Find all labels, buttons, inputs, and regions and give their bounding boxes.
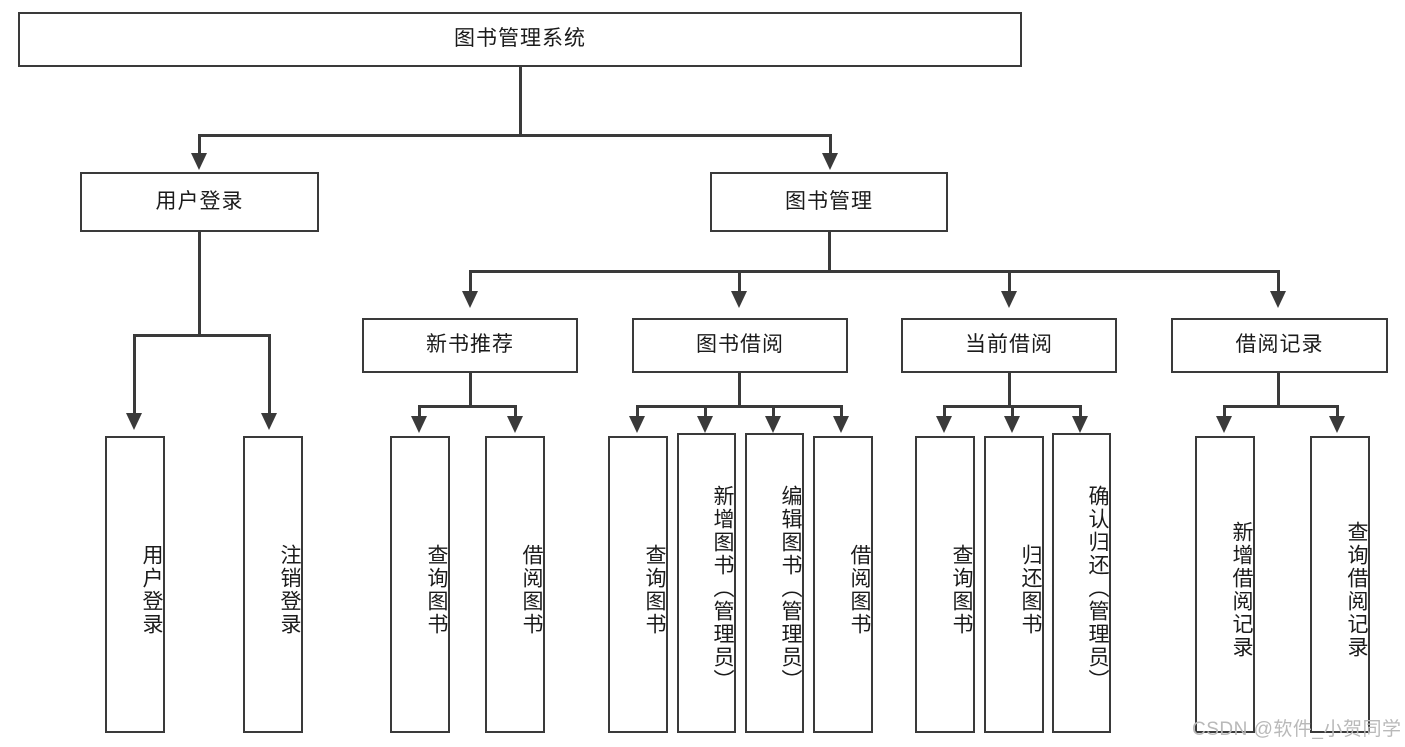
node-label: 注销登录 [278, 543, 301, 636]
node-label: 用户登录 [155, 189, 244, 213]
arrowhead-cb-query [936, 416, 952, 433]
node-label: 借阅图书 [520, 543, 543, 636]
connector-drop-bb-add [704, 405, 707, 419]
leaf-bb-edit-book-admin[interactable]: 编辑图书（管理员） [745, 433, 804, 733]
node-label: 新增图书（管理员） [711, 484, 734, 692]
node-label: 借阅记录 [1235, 333, 1324, 357]
node-borrow-record[interactable]: 借阅记录 [1171, 318, 1388, 373]
arrowhead-bb-add [697, 416, 713, 433]
node-label: 编辑图书（管理员） [779, 484, 802, 692]
node-label: 当前借阅 [965, 333, 1053, 357]
node-label: 查询图书 [425, 543, 448, 636]
leaf-cb-confirm-return-admin[interactable]: 确认归还（管理员） [1052, 433, 1111, 733]
connector-root-bus [198, 134, 832, 137]
node-new-book-recommend[interactable]: 新书推荐 [362, 318, 578, 373]
arrowhead-cb-confirm [1072, 416, 1088, 433]
connector-drop-borrow [738, 270, 741, 294]
connector-drop-nb-query [418, 405, 421, 419]
leaf-nb-query-book[interactable]: 查询图书 [390, 436, 450, 733]
node-label: 图书管理系统 [454, 27, 586, 51]
node-label: 新增借阅记录 [1230, 520, 1253, 659]
arrowhead-br-add [1216, 416, 1232, 433]
connector-drop-nb-borrow [514, 405, 517, 419]
connector-drop-book-manage [829, 134, 832, 156]
connector-borrowrecord-stem [1277, 373, 1280, 407]
arrowhead-bb-borrow [833, 416, 849, 433]
arrowhead-borrow-record [1270, 291, 1286, 308]
connector-drop-new-book [469, 270, 472, 294]
node-root-system[interactable]: 图书管理系统 [18, 12, 1022, 67]
leaf-bb-add-book-admin[interactable]: 新增图书（管理员） [677, 433, 736, 733]
connector-bookborrow-stem [738, 373, 741, 407]
connector-drop-bb-edit [772, 405, 775, 419]
connector-drop-bb-borrow [840, 405, 843, 419]
arrowhead-br-query [1329, 416, 1345, 433]
node-label: 图书管理 [785, 189, 873, 213]
connector-user-login-stem [198, 232, 201, 336]
node-label: 查询图书 [950, 543, 973, 636]
leaf-br-add-record[interactable]: 新增借阅记录 [1195, 436, 1255, 733]
connector-drop-br-add [1223, 405, 1226, 419]
node-label: 查询借阅记录 [1345, 520, 1368, 659]
connector-drop-borrow-record [1277, 270, 1280, 294]
connector-drop-cb-confirm [1079, 405, 1082, 419]
leaf-br-query-record[interactable]: 查询借阅记录 [1310, 436, 1370, 733]
connector-drop-user-login [198, 134, 201, 156]
node-user-login[interactable]: 用户登录 [80, 172, 319, 232]
arrowhead-bb-edit [765, 416, 781, 433]
leaf-cb-return-book[interactable]: 归还图书 [984, 436, 1044, 733]
arrowhead-nb-query [411, 416, 427, 433]
leaf-cb-query-book[interactable]: 查询图书 [915, 436, 975, 733]
connector-drop-leaf-logout [268, 334, 271, 416]
arrowhead-new-book [462, 291, 478, 308]
connector-drop-current-borrow [1008, 270, 1011, 294]
node-book-management[interactable]: 图书管理 [710, 172, 948, 232]
connector-bookborrow-bus [636, 405, 842, 408]
leaf-logout[interactable]: 注销登录 [243, 436, 303, 733]
connector-user-login-bus [133, 334, 270, 337]
leaf-nb-borrow-book[interactable]: 借阅图书 [485, 436, 545, 733]
connector-book-manage-bus [469, 270, 1279, 273]
connector-borrowrecord-bus [1223, 405, 1339, 408]
connector-drop-leaf-user-login [133, 334, 136, 416]
csdn-watermark: CSDN @软件_小贺同学 [1192, 714, 1401, 741]
connector-root-stem [519, 67, 522, 136]
connector-drop-br-query [1336, 405, 1339, 419]
watermark-text: CSDN @软件_小贺同学 [1192, 719, 1402, 740]
node-label: 图书借阅 [696, 333, 784, 357]
leaf-bb-borrow-book[interactable]: 借阅图书 [813, 436, 873, 733]
node-label: 用户登录 [140, 543, 163, 636]
arrowhead-nb-borrow [507, 416, 523, 433]
node-label: 确认归还（管理员） [1086, 484, 1109, 692]
connector-drop-cb-return [1011, 405, 1014, 419]
node-book-borrow[interactable]: 图书借阅 [632, 318, 848, 373]
connector-currentborrow-stem [1008, 373, 1011, 407]
connector-book-manage-stem [828, 232, 831, 272]
node-label: 新书推荐 [426, 333, 514, 357]
leaf-bb-query-book[interactable]: 查询图书 [608, 436, 668, 733]
arrowhead-borrow [731, 291, 747, 308]
arrowhead-cb-return [1004, 416, 1020, 433]
node-label: 归还图书 [1019, 543, 1042, 636]
node-current-borrow[interactable]: 当前借阅 [901, 318, 1117, 373]
connector-newbook-bus [418, 405, 517, 408]
arrowhead-book-manage [822, 153, 838, 170]
arrowhead-user-login [191, 153, 207, 170]
node-label: 借阅图书 [848, 543, 871, 636]
connector-drop-cb-query [943, 405, 946, 419]
arrowhead-bb-query [629, 416, 645, 433]
connector-drop-bb-query [636, 405, 639, 419]
leaf-user-login[interactable]: 用户登录 [105, 436, 165, 733]
arrowhead-current-borrow [1001, 291, 1017, 308]
node-label: 查询图书 [643, 543, 666, 636]
connector-newbook-stem [469, 373, 472, 407]
arrowhead-leaf-logout [261, 413, 277, 430]
arrowhead-leaf-user-login [126, 413, 142, 430]
